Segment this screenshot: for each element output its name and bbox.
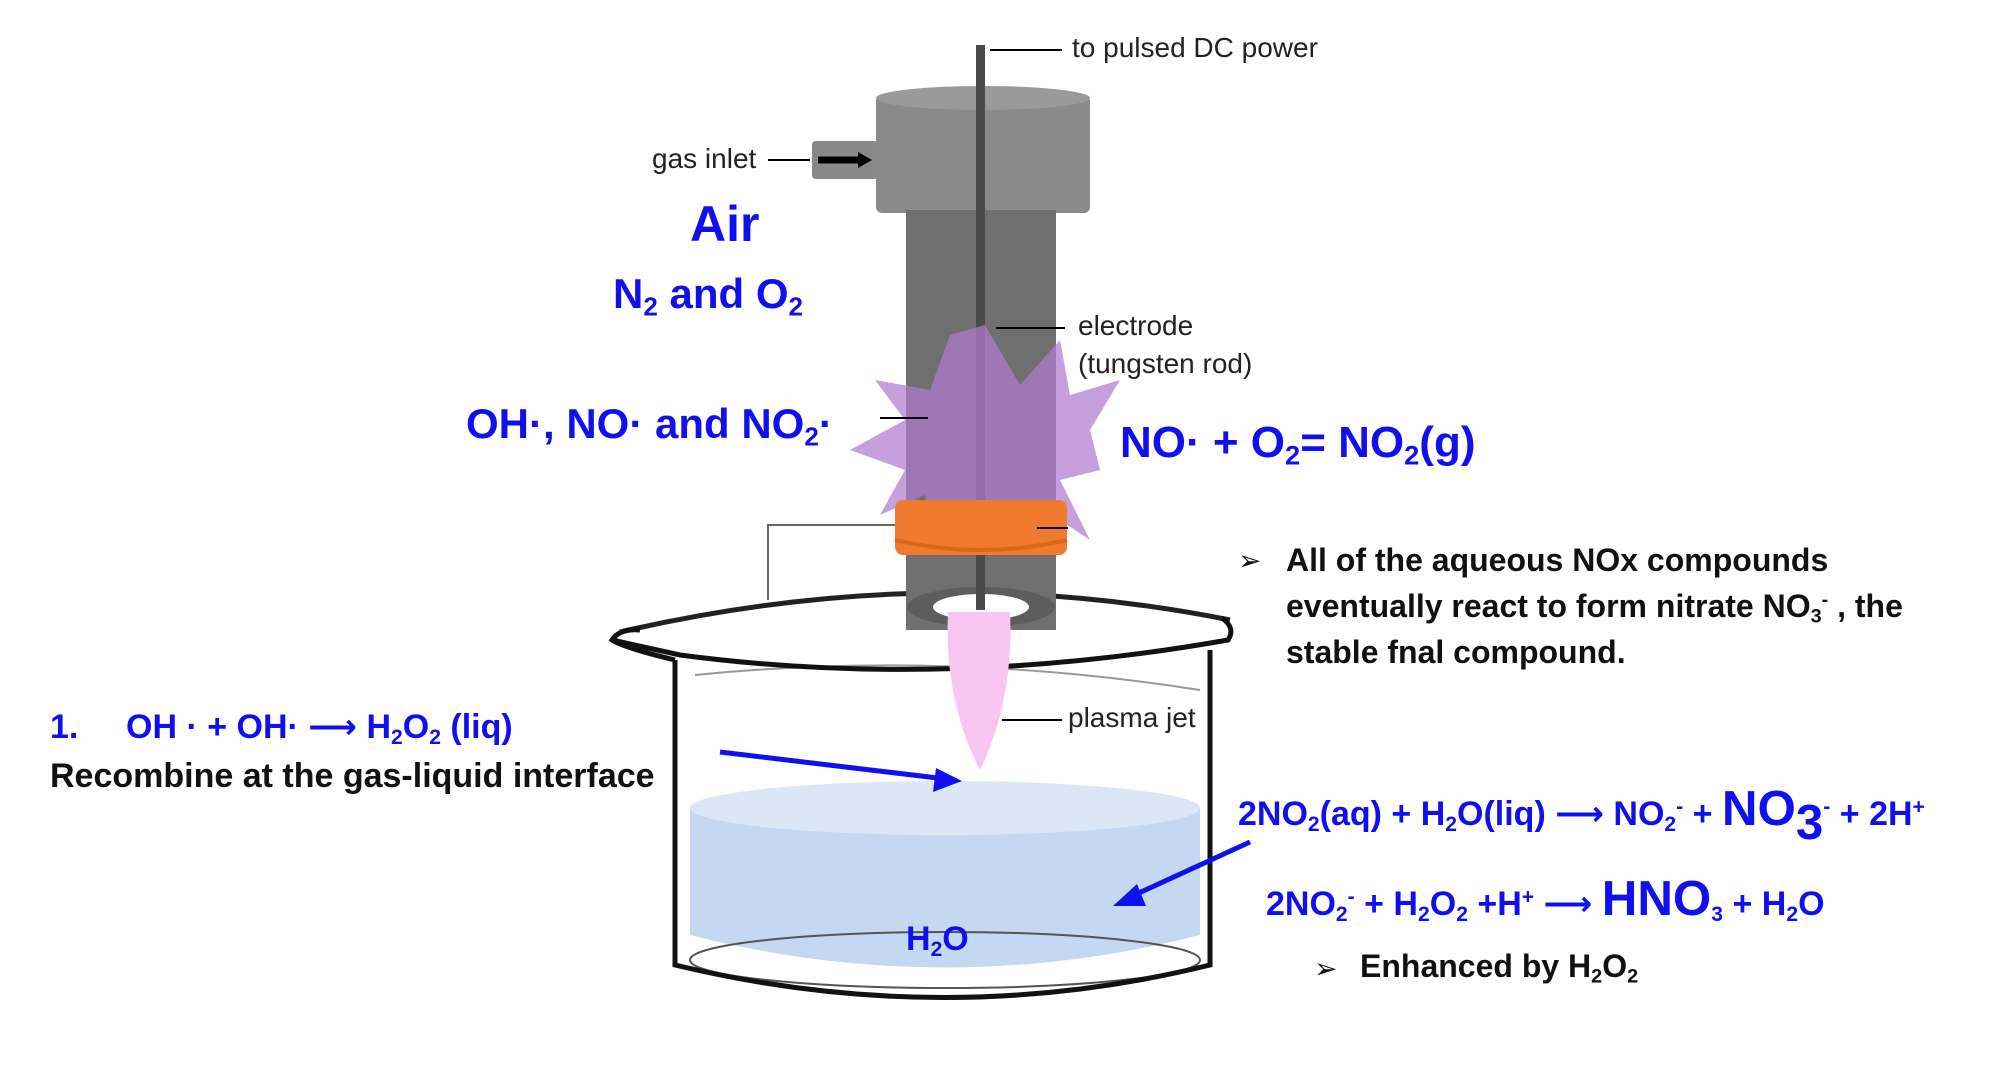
copper-ring [895, 500, 1067, 555]
no2-hydrolysis-reaction: 2NO2(aq) + H2O(liq) ⟶ NO2- + NO3- + 2H+ [1238, 781, 1925, 850]
gas-inlet-arrowhead [858, 152, 872, 168]
water-body [690, 808, 1200, 968]
water-surface [690, 781, 1200, 835]
nox-note-bullet: ➢ [1238, 545, 1262, 576]
beaker-inner-line [694, 664, 1201, 691]
enhanced-note: Enhanced by H2O2 [1360, 948, 1639, 988]
electrode-label: electrode [1078, 310, 1194, 341]
beaker-rim-front [611, 615, 1234, 672]
gas-composition-label: N2 and O2 [613, 270, 803, 322]
reaction-arrowhead [1113, 884, 1146, 906]
beaker-spout [608, 627, 676, 663]
gas-inlet-label: gas inlet [652, 143, 757, 174]
interface-arrow-line [719, 749, 947, 782]
h2o2-reaction: 1.OH · + OH· ⟶ H2O2 (liq) [50, 708, 513, 749]
power-label: to pulsed DC power [1072, 32, 1318, 63]
plasma-starburst [850, 325, 1120, 545]
plasma-jet [947, 612, 1011, 770]
radicals-label: OH·, NO· and NO2· [466, 400, 833, 452]
ground-wire [767, 524, 895, 600]
plasma-jet-label: plasma jet [1068, 702, 1196, 733]
beaker-wall [672, 650, 1213, 1000]
water-label: H2O [906, 920, 969, 961]
enhanced-note-bullet: ➢ [1314, 953, 1338, 984]
reaction-arrow-line [1126, 839, 1252, 901]
nox-note-line1: All of the aqueous NOx compounds [1286, 542, 1829, 578]
ring-shade [894, 538, 1068, 552]
air-label: Air [690, 196, 760, 252]
nox-note-line3: stable fnal compound. [1286, 634, 1626, 670]
electrode-label-2: (tungsten rod) [1078, 348, 1253, 379]
water-bottom [689, 931, 1201, 989]
interface-arrowhead [933, 768, 962, 792]
nox-note-line2: eventually react to form nitrate NO3- , … [1286, 588, 1903, 628]
h2o2-caption: Recombine at the gas-liquid interface [50, 757, 655, 795]
hno3-reaction: 2NO2- + H2O2 +H+ ⟶ HNO3 + H2O [1266, 871, 1825, 926]
no-oxidation-reaction: NO· + O2= NO2(g) [1120, 418, 1476, 471]
